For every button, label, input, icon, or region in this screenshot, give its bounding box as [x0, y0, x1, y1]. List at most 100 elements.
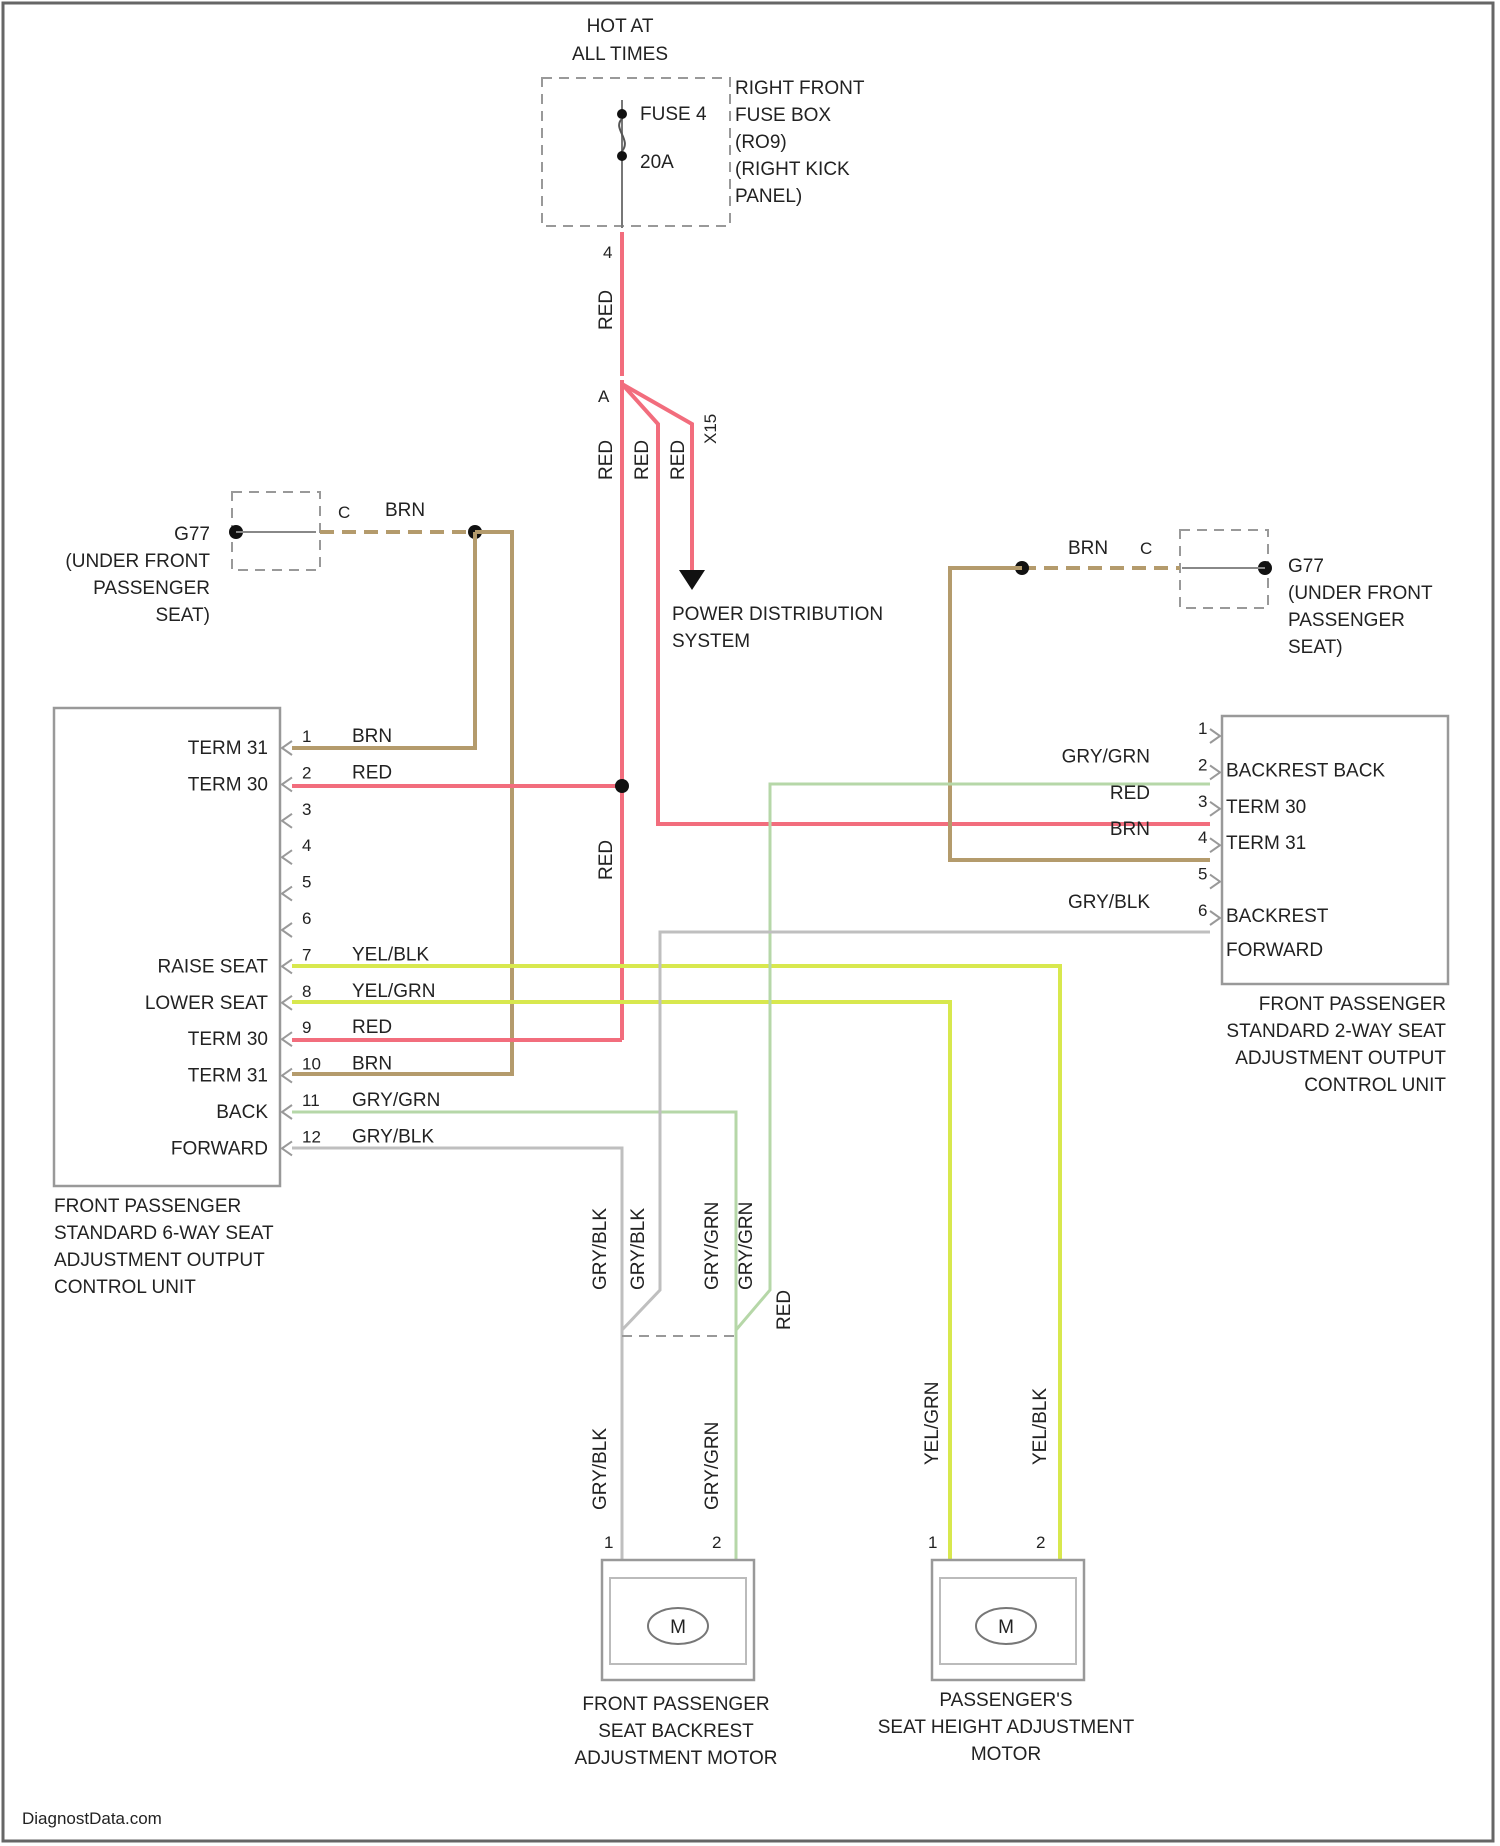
motor-left-symbol: M	[670, 1617, 686, 1638]
left-unit-wire-label: GRY/BLK	[352, 1126, 434, 1147]
pds-arrow-icon	[679, 570, 705, 590]
right-unit-wire-label: GRY/BLK	[1068, 892, 1150, 913]
left-unit-pin-connector	[282, 923, 292, 937]
left-unit-wire-label: YEL/GRN	[352, 981, 435, 1002]
wire-label-gry-grn-2: GRY/GRN	[736, 1202, 757, 1290]
motor-right-pin2: 2	[1036, 1533, 1045, 1552]
left-unit-wire-label: RED	[352, 1017, 392, 1038]
right-unit-name-2: STANDARD 2-WAY SEAT	[1226, 1021, 1446, 1042]
wire-label-red-lower: RED	[596, 840, 617, 880]
wire-label-x15: X15	[701, 414, 720, 444]
wire-label-red-x: RED	[774, 1290, 795, 1330]
ground-right-label-1: G77	[1288, 556, 1324, 577]
fuse-terminal-top	[617, 109, 627, 119]
ground-right-label-3: PASSENGER	[1288, 610, 1405, 631]
right-unit-pin-connector	[1210, 765, 1220, 779]
left-unit-pin-number: 10	[302, 1055, 321, 1074]
right-unit-pin-label: BACKREST BACK	[1226, 760, 1385, 781]
ground-right-wire-label: BRN	[1068, 538, 1108, 559]
left-unit-pin-connector	[282, 1069, 292, 1083]
left-unit-wire-label: GRY/GRN	[352, 1090, 440, 1111]
ground-left-wire-label: BRN	[385, 500, 425, 521]
left-unit-pin-connector	[282, 959, 292, 973]
hot-label-2: ALL TIMES	[572, 44, 668, 65]
left-unit-pin-label: LOWER SEAT	[145, 993, 269, 1014]
right-unit-pin-label: TERM 31	[1226, 833, 1306, 854]
wire-label-yel-blk: YEL/BLK	[1030, 1388, 1051, 1465]
fuse-box-outline	[542, 78, 730, 226]
right-unit-pin-number: 2	[1198, 755, 1207, 774]
left-unit-pin-number: 6	[302, 909, 311, 928]
motor-left-name-1: FRONT PASSENGER	[582, 1694, 769, 1715]
ground-left-label-3: PASSENGER	[93, 578, 210, 599]
right-unit-pin-number: 4	[1198, 828, 1207, 847]
left-unit-wire-label: YEL/BLK	[352, 944, 429, 965]
splice-pin-a: A	[598, 387, 610, 406]
wire-label-red-1: RED	[596, 440, 617, 480]
left-unit-pin-label: FORWARD	[171, 1138, 268, 1159]
fuse-pin-label: 4	[603, 243, 612, 262]
wire-yel-blk-raise	[292, 966, 1060, 1560]
motor-right-name-2: SEAT HEIGHT ADJUSTMENT	[878, 1717, 1135, 1738]
right-unit-wire-label: GRY/GRN	[1062, 746, 1150, 767]
fuse-location-1: RIGHT FRONT	[735, 78, 865, 99]
watermark: DiagnostData.com	[22, 1809, 162, 1828]
right-unit-name-4: CONTROL UNIT	[1304, 1075, 1446, 1096]
fuse-terminal-bottom	[617, 151, 627, 161]
left-unit-pin-connector	[282, 1105, 292, 1119]
fuse-name: FUSE 4	[640, 104, 707, 125]
motor-left: M 1 2 FRONT PASSENGER SEAT BACKREST ADJU…	[574, 1533, 777, 1769]
fuse-location-2: FUSE BOX	[735, 105, 831, 126]
left-unit-wire-label: BRN	[352, 1054, 392, 1075]
motor-right-name-1: PASSENGER'S	[939, 1690, 1072, 1711]
splice-red-left	[615, 779, 629, 793]
left-unit-pin-number: 2	[302, 763, 311, 782]
left-unit-pin-connector	[282, 850, 292, 864]
ground-right-pin-c: C	[1140, 539, 1152, 558]
left-unit-name-1: FRONT PASSENGER	[54, 1196, 241, 1217]
left-unit-pin-connector	[282, 814, 292, 828]
wire-label-red-feed: RED	[596, 290, 617, 330]
left-unit-pin-number: 3	[302, 800, 311, 819]
motor-right-pin1: 1	[928, 1533, 937, 1552]
left-unit-pin-label: BACK	[216, 1102, 268, 1123]
left-unit-pin-number: 1	[302, 727, 311, 746]
left-unit-pin-label: TERM 30	[188, 1029, 268, 1050]
pds-label-1: POWER DISTRIBUTION	[672, 604, 883, 625]
ground-left-pin-c: C	[338, 503, 350, 522]
ground-right-label-4: SEAT)	[1288, 637, 1343, 658]
right-unit-pin-number: 5	[1198, 865, 1207, 884]
wire-label-red-3: RED	[668, 440, 689, 480]
right-unit-pin-number: 1	[1198, 719, 1207, 738]
pds-label-2: SYSTEM	[672, 631, 750, 652]
wire-brn-right-term31	[950, 568, 1210, 860]
right-unit-pin-connector	[1210, 729, 1220, 743]
left-unit-name-4: CONTROL UNIT	[54, 1277, 196, 1298]
left-unit-wire-label: RED	[352, 762, 392, 783]
left-unit-name-2: STANDARD 6-WAY SEAT	[54, 1223, 274, 1244]
motor-left-name-2: SEAT BACKREST	[598, 1721, 754, 1742]
left-unit-pin-connector	[282, 996, 292, 1010]
fuse-location-3: (RO9)	[735, 132, 787, 153]
left-unit-name-3: ADJUSTMENT OUTPUT	[54, 1250, 265, 1271]
right-unit-pin-label: BACKREST	[1226, 906, 1329, 927]
left-unit-pin-number: 9	[302, 1018, 311, 1037]
motor-right-symbol: M	[998, 1617, 1014, 1638]
right-unit-pin-connector	[1210, 802, 1220, 816]
fuse-location-4: (RIGHT KICK	[735, 159, 850, 180]
left-unit-wire-label: BRN	[352, 726, 392, 747]
left-unit-pin-label: TERM 31	[188, 738, 268, 759]
left-unit-pin-number: 5	[302, 873, 311, 892]
left-unit-pin-number: 7	[302, 945, 311, 964]
ground-left-label-1: G77	[174, 524, 210, 545]
left-unit-pin-label: TERM 30	[188, 774, 268, 795]
left-unit-pin-connector	[282, 1141, 292, 1155]
left-unit-pin-label: RAISE SEAT	[157, 956, 268, 977]
left-unit-pin-connector	[282, 741, 292, 755]
wire-label-yel-grn: YEL/GRN	[922, 1382, 943, 1465]
right-unit-pin-connector	[1210, 875, 1220, 889]
motor-right: M 1 2 PASSENGER'S SEAT HEIGHT ADJUSTMENT…	[878, 1533, 1135, 1765]
right-unit-pin-connector	[1210, 838, 1220, 852]
